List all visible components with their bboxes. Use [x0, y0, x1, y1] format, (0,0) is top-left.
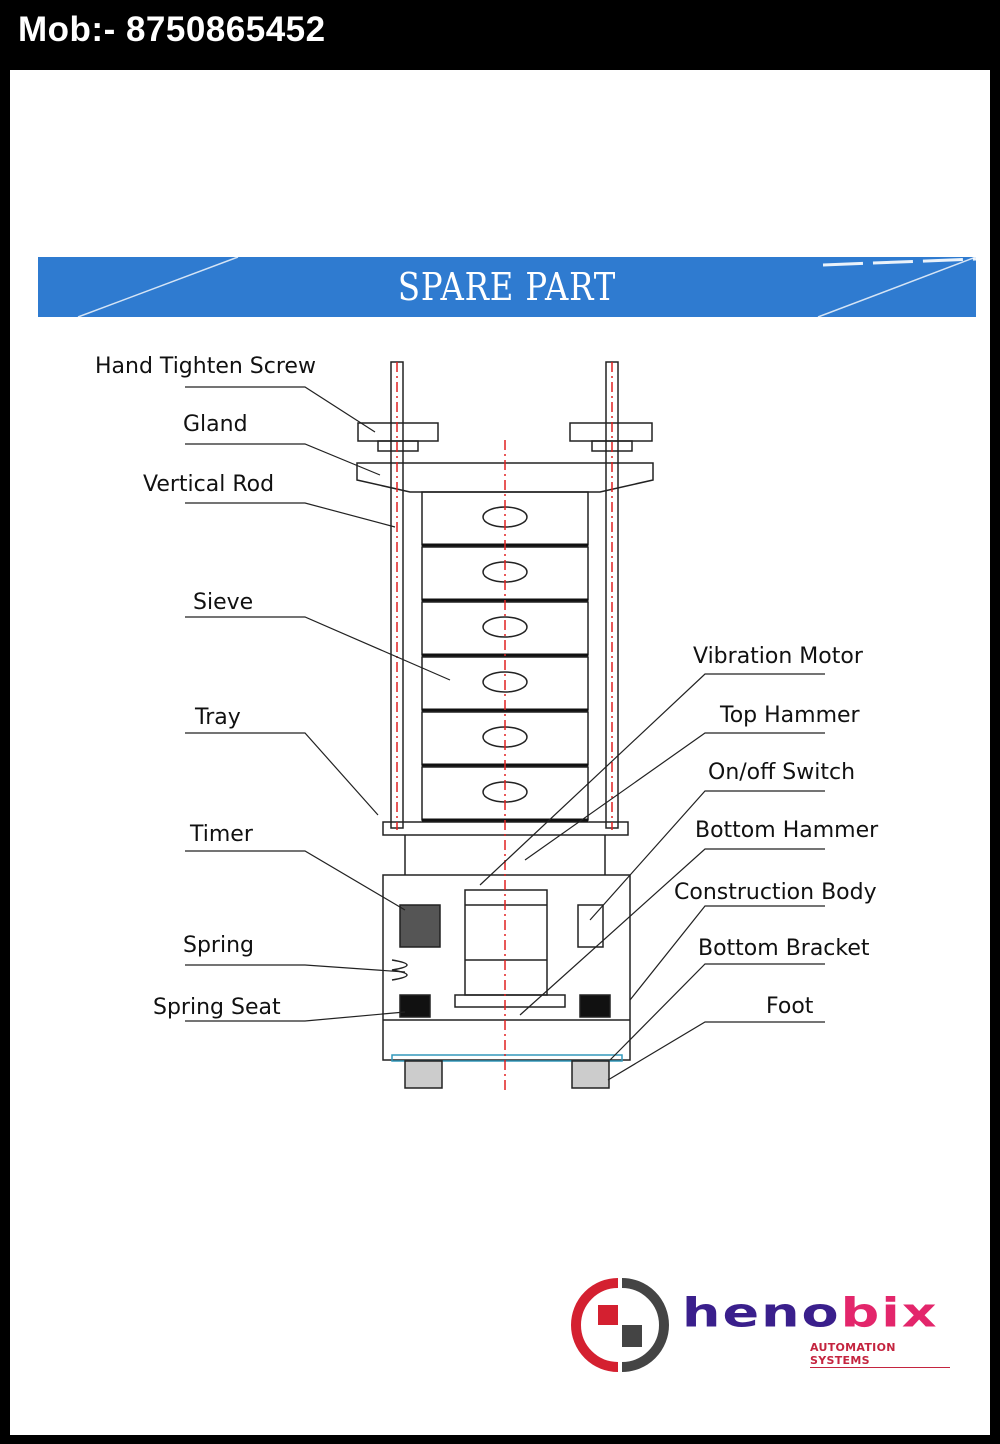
logo-emblem [571, 1278, 669, 1372]
label-gland: Gland [183, 412, 248, 437]
label-timer: Timer [189, 822, 254, 847]
construction-body [382, 874, 631, 1061]
leader-line [185, 850, 406, 911]
bottom-bracket [391, 1054, 623, 1062]
banner-stripes [77, 257, 976, 317]
leader-line [524, 732, 825, 861]
left-foot [404, 1060, 443, 1089]
leader-line [589, 790, 825, 921]
leader-line [185, 502, 396, 528]
leader-line [607, 1021, 825, 1081]
on-off-switch [577, 904, 604, 948]
right-foot [571, 1060, 610, 1089]
label-vertical-rod: Vertical Rod [143, 472, 274, 497]
right-spring-seat [579, 994, 611, 1018]
leader-line [185, 964, 406, 973]
label-spring-seat: Spring Seat [153, 995, 281, 1020]
label-sieve: Sieve [193, 590, 253, 615]
banner-title: SPARE PART [397, 265, 617, 309]
label-vibration-motor: Vibration Motor [693, 644, 864, 669]
leader-line [185, 443, 381, 476]
label-top-hammer: Top Hammer [719, 703, 861, 728]
henobix-logo: henobix AUTOMATION SYSTEMS [570, 1275, 950, 1375]
logo-wordmark: henobix [682, 1289, 939, 1336]
logo-word-accent: bix [840, 1289, 939, 1337]
label-bottom-bracket: Bottom Bracket [698, 936, 870, 961]
label-tray: Tray [194, 705, 241, 730]
timer [399, 904, 441, 948]
label-on-off-switch: On/off Switch [708, 760, 855, 785]
leader-line [185, 386, 376, 433]
leader-line [185, 1011, 406, 1022]
top-bar: Mob:- 8750865452 [0, 0, 1000, 68]
leader-line [629, 905, 825, 1001]
logo-word-main: heno [682, 1289, 841, 1337]
gland-plate [356, 462, 654, 493]
label-hand-tighten-screw: Hand Tighten Screw [95, 354, 316, 379]
leader-line [185, 732, 379, 816]
leader-line [609, 963, 825, 1061]
label-spring: Spring [183, 933, 254, 958]
left-spring-seat [399, 994, 431, 1018]
label-construction-body: Construction Body [674, 880, 877, 905]
label-foot: Foot [766, 994, 814, 1019]
label-bottom-hammer: Bottom Hammer [695, 818, 879, 843]
left-hand-screw [357, 422, 439, 442]
leader-line [519, 848, 825, 1016]
leader-line [479, 673, 825, 886]
mobile-number: Mob:- 8750865452 [18, 10, 326, 49]
right-hand-screw [569, 422, 653, 442]
spare-part-banner: SPARE PART [38, 257, 976, 317]
leader-line [185, 616, 451, 681]
logo-tagline: AUTOMATION SYSTEMS [810, 1341, 950, 1368]
